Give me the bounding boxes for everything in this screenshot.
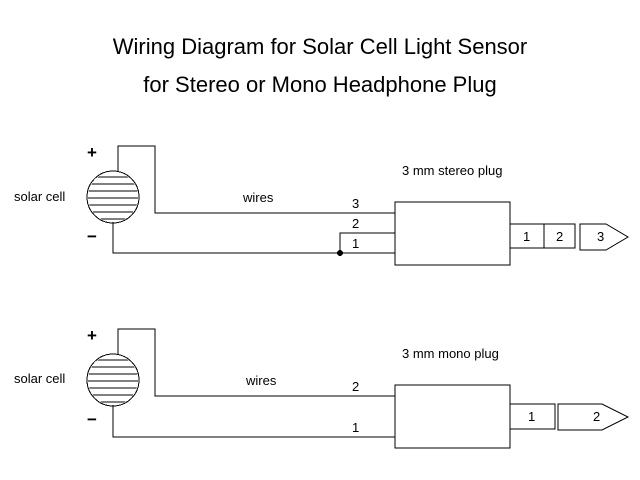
stereo-plug-ring2: [543, 223, 576, 249]
stereo-plug-label: 3 mm stereo plug: [402, 163, 503, 178]
mono-solar-cell-label: solar cell: [14, 371, 66, 386]
mono-plus-sign: +: [87, 326, 97, 345]
stereo-negative-wire: [112, 222, 395, 254]
stereo-plug-body: [394, 201, 511, 266]
stereo-tip-number: 3: [597, 229, 605, 244]
mono-plug-label: 3 mm mono plug: [402, 346, 499, 361]
stereo-circuit: [86, 145, 629, 266]
mono-solar-cell-hatch: [88, 359, 138, 403]
mono-wire2-number: 2: [352, 379, 360, 394]
stereo-solar-cell-label: solar cell: [14, 189, 66, 204]
stereo-ring1-number: 1: [523, 229, 531, 244]
stereo-plus-sign: +: [87, 143, 97, 162]
stereo-solar-cell: [86, 170, 140, 224]
stereo-branch-wire: [339, 232, 395, 253]
mono-tip-number: 2: [593, 409, 601, 424]
mono-ring-number: 1: [528, 409, 536, 424]
mono-plug-ring: [509, 403, 556, 430]
page-title-line1: Wiring Diagram for Solar Cell Light Sens…: [112, 34, 528, 59]
stereo-ring2-number: 2: [556, 229, 564, 244]
mono-minus-sign: −: [87, 410, 97, 429]
stereo-junction-dot: [337, 250, 343, 256]
stereo-wire1-number: 1: [352, 236, 360, 251]
stereo-minus-sign: −: [87, 227, 97, 246]
mono-negative-wire: [112, 405, 395, 438]
stereo-wire2-number: 2: [352, 216, 360, 231]
mono-wires-label: wires: [246, 373, 277, 388]
mono-solar-cell: [86, 353, 140, 407]
stereo-positive-wire: [117, 145, 395, 214]
stereo-solar-cell-hatch: [88, 176, 138, 220]
page-title-line2: for Stereo or Mono Headphone Plug: [143, 72, 497, 97]
stereo-plug-tip: [579, 223, 629, 251]
stereo-wire3-number: 3: [352, 196, 360, 211]
mono-plug-tip: [557, 403, 630, 431]
mono-wire1-number: 1: [352, 420, 360, 435]
mono-positive-wire: [117, 328, 395, 397]
page-title: Wiring Diagram for Solar Cell Light Sens…: [0, 28, 640, 104]
mono-plug-body: [394, 384, 511, 449]
stereo-wires-label: wires: [243, 190, 274, 205]
